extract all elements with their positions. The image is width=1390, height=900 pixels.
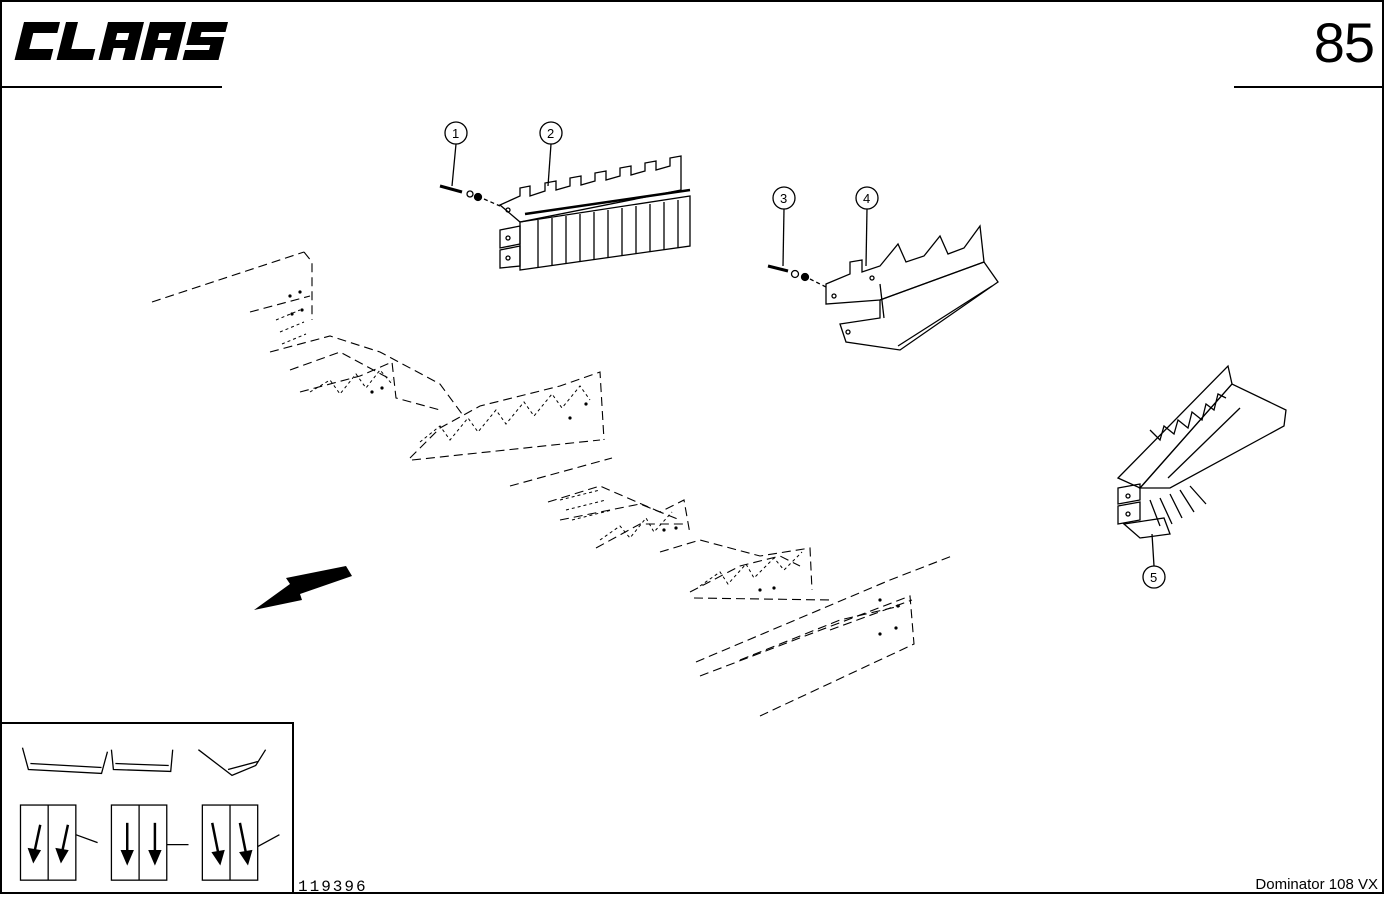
model-name: Dominator 108 VX [1255,876,1378,893]
profile-icon-3 [198,749,267,777]
header-rule-left [2,86,222,88]
page-number: 85 [1313,11,1375,74]
header-rule-right [1234,86,1384,88]
profile-icon-1 [21,747,109,775]
arrow-tile-2 [110,804,189,881]
arrow-tile-3 [201,804,280,881]
arrow-tile-1 [19,804,98,881]
variant-selector-box [2,722,294,894]
document-number: 119396 [298,878,368,896]
arrow-tile-1-arrows [27,824,70,864]
claas-logo [10,14,230,68]
arrow-tile-3-arrows [211,822,253,866]
profile-icon-2 [110,749,174,773]
arrow-tile-2-arrows [120,822,162,866]
